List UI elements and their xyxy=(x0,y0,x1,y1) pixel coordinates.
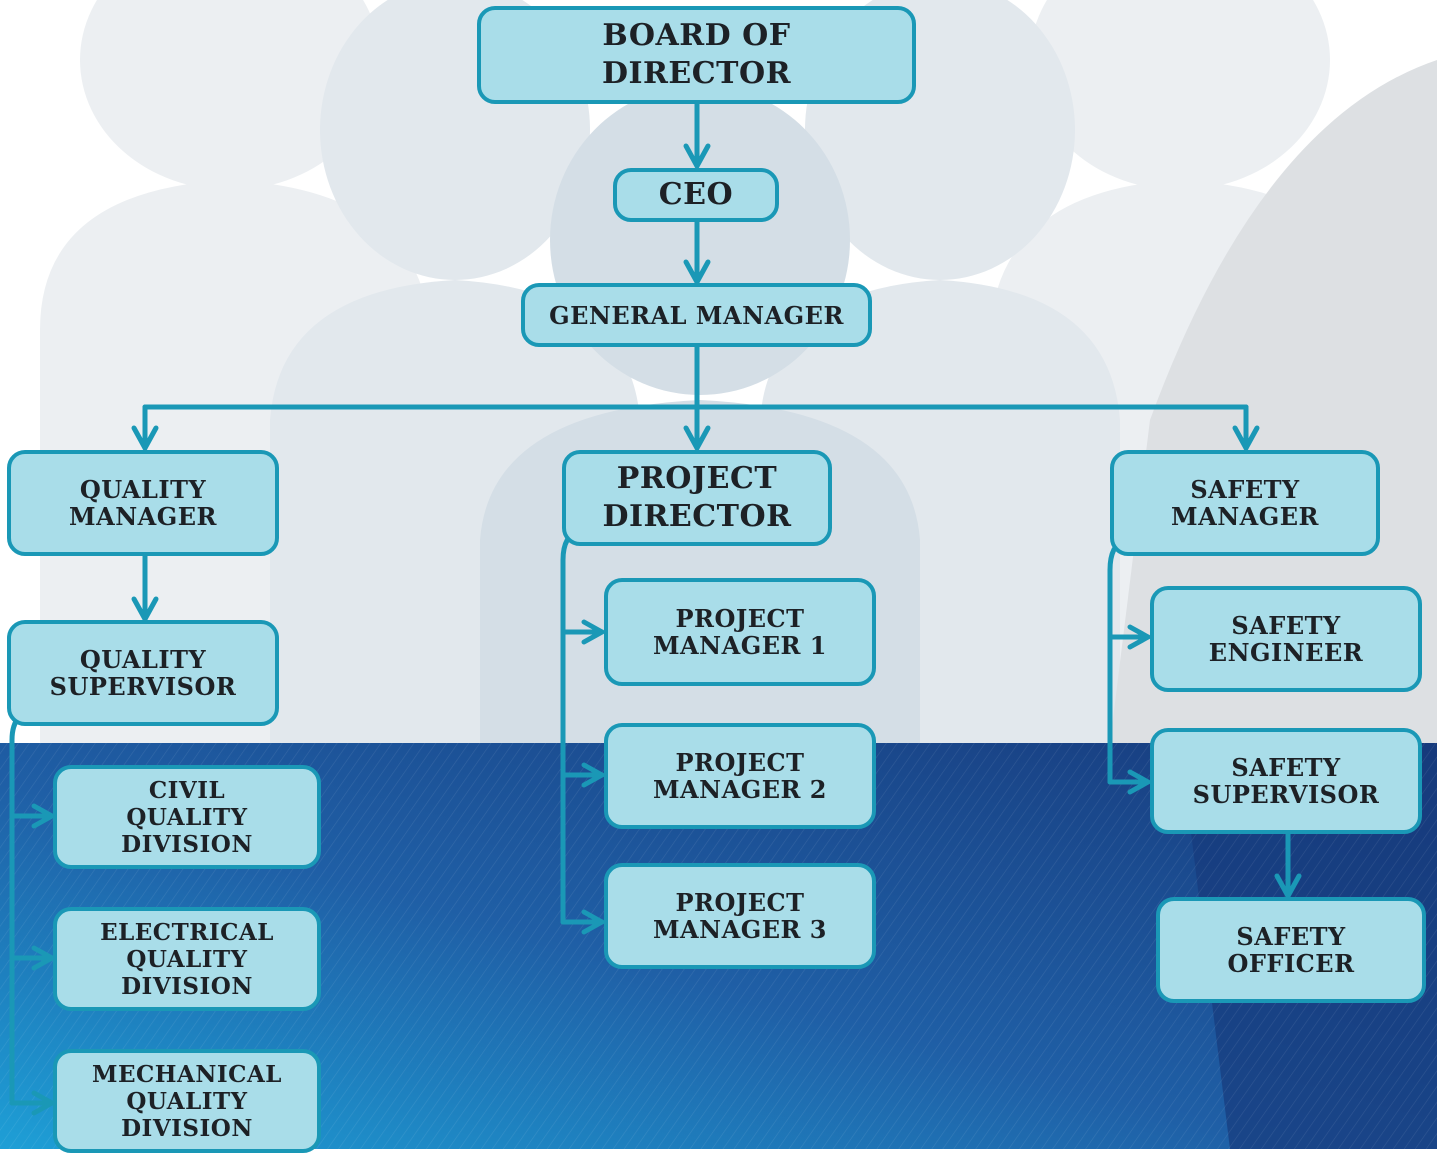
quality-manager-box: QUALITY MANAGER xyxy=(7,450,279,556)
mechanical-quality-division-label: MECHANICAL QUALITY DIVISION xyxy=(92,1060,282,1142)
project-manager-1-box: PROJECT MANAGER 1 xyxy=(604,578,876,686)
quality-supervisor-box: QUALITY SUPERVISOR xyxy=(7,620,279,726)
general-manager-label: GENERAL MANAGER xyxy=(549,300,844,330)
safety-officer-box: SAFETY OFFICER xyxy=(1156,897,1426,1003)
mechanical-quality-division-box: MECHANICAL QUALITY DIVISION xyxy=(53,1049,321,1153)
safety-manager-box: SAFETY MANAGER xyxy=(1110,450,1380,556)
project-manager-2-label: PROJECT MANAGER 2 xyxy=(652,748,828,804)
project-manager-1-label: PROJECT MANAGER 1 xyxy=(652,604,828,660)
project-director-box: PROJECT DIRECTOR xyxy=(562,450,832,546)
safety-officer-label: SAFETY OFFICER xyxy=(1227,922,1355,978)
project-manager-3-label: PROJECT MANAGER 3 xyxy=(652,888,828,944)
safety-supervisor-box: SAFETY SUPERVISOR xyxy=(1150,728,1422,834)
safety-engineer-box: SAFETY ENGINEER xyxy=(1150,586,1422,692)
safety-supervisor-label: SAFETY SUPERVISOR xyxy=(1192,753,1380,809)
project-manager-2-box: PROJECT MANAGER 2 xyxy=(604,723,876,829)
electrical-quality-division-box: ELECTRICAL QUALITY DIVISION xyxy=(53,907,321,1011)
project-director-label: PROJECT DIRECTOR xyxy=(602,461,792,534)
board-of-director-label: BOARD OF DIRECTOR xyxy=(601,18,792,91)
quality-supervisor-label: QUALITY SUPERVISOR xyxy=(49,645,237,701)
ceo-box: CEO xyxy=(613,168,779,222)
ceo-label: CEO xyxy=(658,177,734,212)
civil-quality-division-box: CIVIL QUALITY DIVISION xyxy=(53,765,321,869)
electrical-quality-division-label: ELECTRICAL QUALITY DIVISION xyxy=(100,918,274,1000)
safety-manager-label: SAFETY MANAGER xyxy=(1171,475,1319,531)
civil-quality-division-label: CIVIL QUALITY DIVISION xyxy=(121,776,253,858)
quality-manager-label: QUALITY MANAGER xyxy=(69,475,217,531)
safety-engineer-label: SAFETY ENGINEER xyxy=(1208,611,1364,667)
general-manager-box: GENERAL MANAGER xyxy=(521,283,872,347)
project-manager-3-box: PROJECT MANAGER 3 xyxy=(604,863,876,969)
board-of-director-box: BOARD OF DIRECTOR xyxy=(477,6,916,104)
